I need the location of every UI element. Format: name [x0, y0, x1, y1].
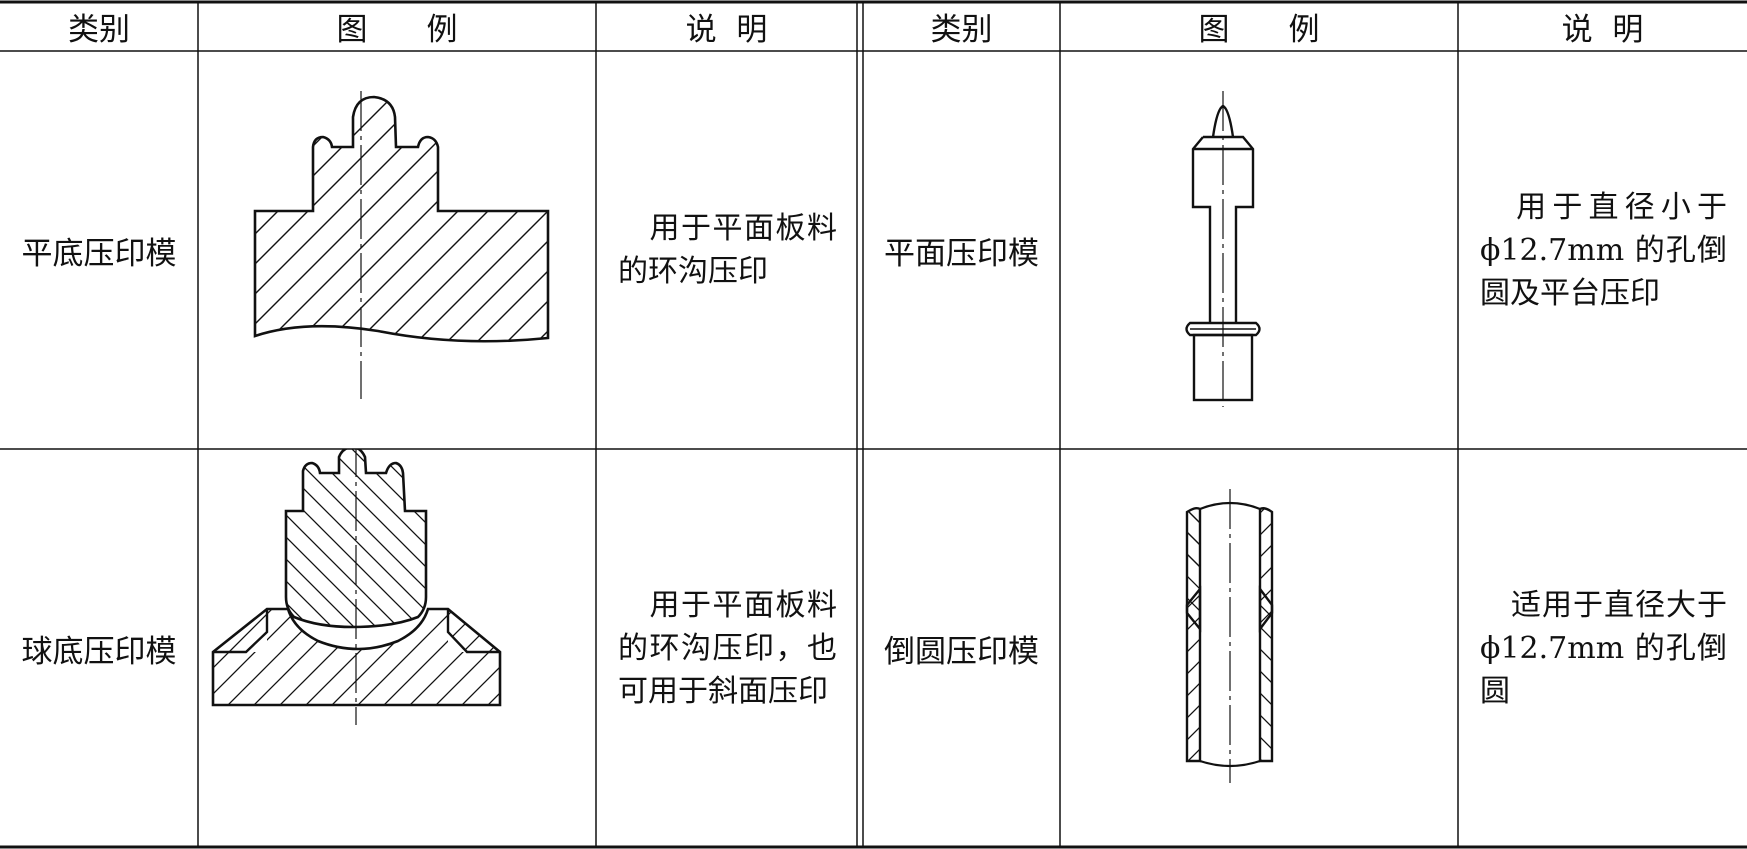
row2-left-description: 用于平面板料的环沟压印，也可用于斜面压印 — [618, 587, 837, 709]
flat-bottom-embossing-die-drawing-icon — [253, 91, 550, 399]
row2-right-description: 适用于直径大于 ϕ12.7mm 的孔倒圆 — [1480, 587, 1727, 709]
header-figure-left: 图 例 — [336, 12, 458, 48]
header-category-right: 类别 — [930, 12, 993, 48]
flat-face-embossing-die-drawing-icon — [1185, 91, 1261, 407]
ball-bottom-embossing-die-drawing-icon — [211, 449, 502, 725]
row1-right-description: 用于直径小于 ϕ12.7mm 的孔倒圆及平台压印 — [1480, 189, 1727, 311]
header-figure-right: 图 例 — [1198, 12, 1320, 48]
rounding-embossing-die-drawing-icon — [1185, 489, 1274, 783]
row1-left-description: 用于平面板料的环沟压印 — [618, 211, 837, 289]
header-category-left: 类别 — [68, 12, 130, 48]
header-description-right: 说 明 — [1561, 12, 1644, 48]
row1-left-category: 平底压印模 — [21, 235, 177, 272]
row1-right-category: 平面压印模 — [884, 235, 1039, 272]
row2-left-category: 球底压印模 — [21, 633, 177, 670]
row2-right-category: 倒圆压印模 — [884, 633, 1039, 670]
header-description-left: 说 明 — [685, 12, 768, 48]
